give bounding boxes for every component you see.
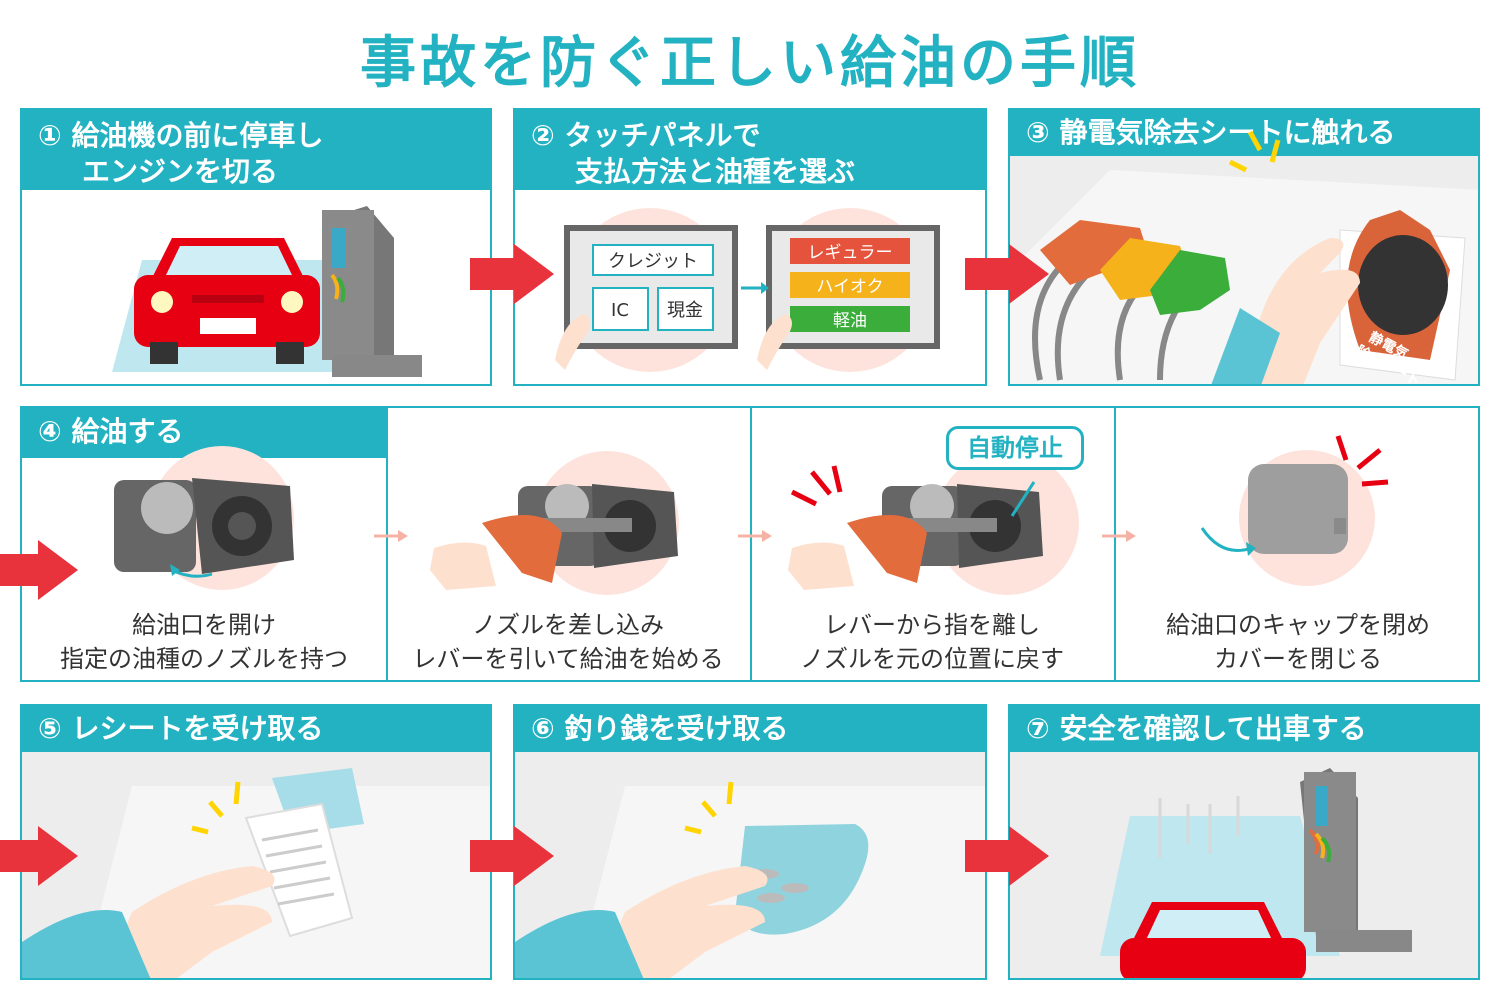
step-3-panel: ③ 静電気除去シートに触れる 静電気 除去シート bbox=[1008, 108, 1480, 386]
payment-option-cash: 現金 bbox=[667, 300, 703, 321]
flow-arrow-5-6 bbox=[470, 826, 554, 886]
substep-3-caption-line-2: ノズルを元の位置に戻す bbox=[800, 645, 1064, 673]
flow-arrow-4-5 bbox=[0, 826, 78, 886]
step-6-line-1: ⑥ 釣り銭を受け取る bbox=[531, 712, 789, 745]
receipt-illustration bbox=[22, 768, 490, 978]
payment-option-ic: IC bbox=[611, 300, 629, 321]
touch-panel-illustration: クレジット IC 現金 レギュラー ハイオク 軽油 bbox=[555, 208, 940, 372]
step-1-line-1: ① 給油機の前に停車し bbox=[38, 119, 324, 152]
substep-2-caption-line-1: ノズルを差し込み bbox=[472, 611, 664, 639]
substep-divider-3 bbox=[1114, 408, 1116, 680]
flow-arrow-1-2 bbox=[470, 244, 554, 304]
step-7-panel: ⑦ 安全を確認して出車する bbox=[1008, 704, 1480, 980]
substep-divider-1 bbox=[386, 408, 388, 680]
step-6-header: ⑥ 釣り銭を受け取る bbox=[515, 706, 985, 752]
payment-option-credit: クレジット bbox=[608, 251, 698, 272]
step-7-header: ⑦ 安全を確認して出車する bbox=[1010, 706, 1478, 752]
fuel-option-highoctane: ハイオク bbox=[816, 277, 883, 297]
static-removal-illustration: 静電気 除去シート bbox=[1010, 130, 1478, 384]
car-at-pump-illustration bbox=[112, 206, 422, 377]
flow-arrow-3-4 bbox=[0, 540, 78, 600]
step-6-panel: ⑥ 釣り銭を受け取る bbox=[513, 704, 987, 980]
substep-4-caption-line-2: カバーを閉じる bbox=[1214, 645, 1382, 673]
step-5-panel: ⑤ レシートを受け取る bbox=[20, 704, 492, 980]
substep-2-caption: ノズルを差し込み レバーを引いて給油を始める bbox=[386, 608, 750, 676]
fuel-option-regular: レギュラー bbox=[808, 243, 893, 263]
substep-3-caption-line-1: レバーから指を離し bbox=[824, 611, 1040, 639]
step-2-header: ② タッチパネルで 支払方法と油種を選ぶ bbox=[515, 110, 985, 190]
step-3-line-1: ③ 静電気除去シートに触れる bbox=[1026, 116, 1396, 149]
step-3-header: ③ 静電気除去シートに触れる bbox=[1010, 110, 1478, 156]
flow-arrow-2-3 bbox=[965, 244, 1049, 304]
step-5-header: ⑤ レシートを受け取る bbox=[22, 706, 490, 752]
step-7-line-1: ⑦ 安全を確認して出車する bbox=[1026, 712, 1367, 745]
step-4-line-1: ④ 給油する bbox=[38, 415, 184, 448]
step-4-header: ④ 給油する bbox=[22, 408, 388, 458]
page-title: 事故を防ぐ正しい給油の手順 bbox=[360, 31, 1140, 96]
fuel-option-diesel: 軽油 bbox=[833, 311, 867, 331]
step-4-panel: ④ 給油する bbox=[20, 406, 1480, 682]
substep-1-caption-line-2: 指定の油種のノズルを持つ bbox=[60, 645, 348, 673]
substep-2-caption-line-2: レバーを引いて給油を始める bbox=[412, 645, 724, 673]
step-2-panel: ② タッチパネルで 支払方法と油種を選ぶ クレジット IC 現金 レギュラー ハ… bbox=[513, 108, 987, 386]
auto-stop-callout: 自動停止 bbox=[946, 426, 1084, 470]
substep-divider-2 bbox=[750, 408, 752, 680]
substep-1-caption-line-1: 給油口を開け bbox=[132, 611, 276, 639]
change-tray-illustration bbox=[515, 781, 985, 978]
substep-1-caption: 給油口を開け 指定の油種のノズルを持つ bbox=[22, 608, 386, 676]
fuel-cap-open-illustration bbox=[114, 435, 1389, 595]
step-2-line-2: 支払方法と油種を選ぶ bbox=[575, 155, 856, 188]
step-1-line-2: エンジンを切る bbox=[82, 155, 279, 188]
substep-3-caption: レバーから指を離し ノズルを元の位置に戻す bbox=[750, 608, 1114, 676]
step-1-header: ① 給油機の前に停車し エンジンを切る bbox=[22, 110, 490, 190]
step-5-line-1: ⑤ レシートを受け取る bbox=[38, 712, 324, 745]
step-2-line-1: ② タッチパネルで bbox=[531, 119, 761, 152]
flow-arrow-6-7 bbox=[965, 826, 1049, 886]
step-1-panel: ① 給油機の前に停車し エンジンを切る bbox=[20, 108, 492, 386]
substep-4-caption-line-1: 給油口のキャップを閉め bbox=[1166, 611, 1430, 639]
substep-4-caption: 給油口のキャップを閉め カバーを閉じる bbox=[1114, 608, 1478, 676]
car-departure-illustration bbox=[1100, 768, 1412, 978]
